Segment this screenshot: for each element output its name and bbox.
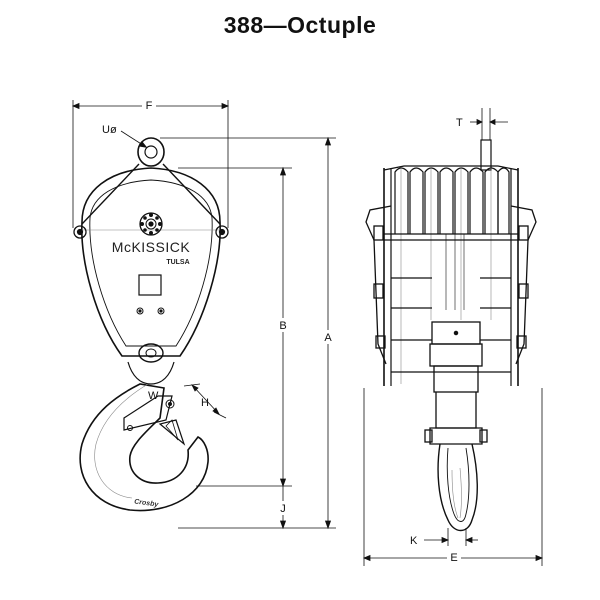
corner-bolt-right [215, 225, 229, 239]
brand-name: McKISSICK [112, 239, 191, 255]
dim-label-j: J [280, 503, 286, 515]
dim-label-a: A [324, 332, 332, 344]
sheaves [394, 167, 510, 384]
name-plate [138, 274, 162, 296]
swivel-eye [138, 343, 164, 363]
page-title: 388—Octuple [223, 12, 377, 38]
side-view: McKISSICK TULSA W Crosby [71, 98, 336, 530]
dim-label-k: K [410, 535, 418, 547]
dim-e [362, 388, 544, 566]
dim-label-t: T [456, 117, 463, 129]
dim-label-u: Uø [102, 124, 117, 136]
hook-latch [123, 395, 186, 446]
dim-label-b: B [279, 320, 286, 332]
side-guard-right [510, 205, 537, 365]
dim-label-h: H [201, 397, 209, 409]
cross-members [384, 233, 518, 373]
dim-k [424, 528, 478, 546]
front-view: T [362, 108, 544, 566]
hook-stamp: Crosby [134, 498, 160, 508]
hook-neck [424, 392, 488, 445]
hook [79, 383, 209, 512]
dim-h [183, 383, 227, 419]
side-guard-left [365, 205, 392, 365]
brand-city: TULSA [166, 259, 189, 266]
top-shackle [137, 137, 165, 167]
dim-label-e: E [450, 552, 457, 564]
cheek-plate [81, 167, 221, 357]
dim-label-f: F [146, 100, 153, 112]
hook-front [437, 443, 478, 532]
swivel-block [429, 321, 483, 393]
dim-t [470, 108, 508, 140]
sheave-frame [383, 165, 519, 386]
dim-label-w: W [148, 390, 159, 402]
side-plate [89, 179, 213, 347]
corner-bolt-left [73, 225, 87, 239]
center-pin-icon [139, 212, 163, 236]
